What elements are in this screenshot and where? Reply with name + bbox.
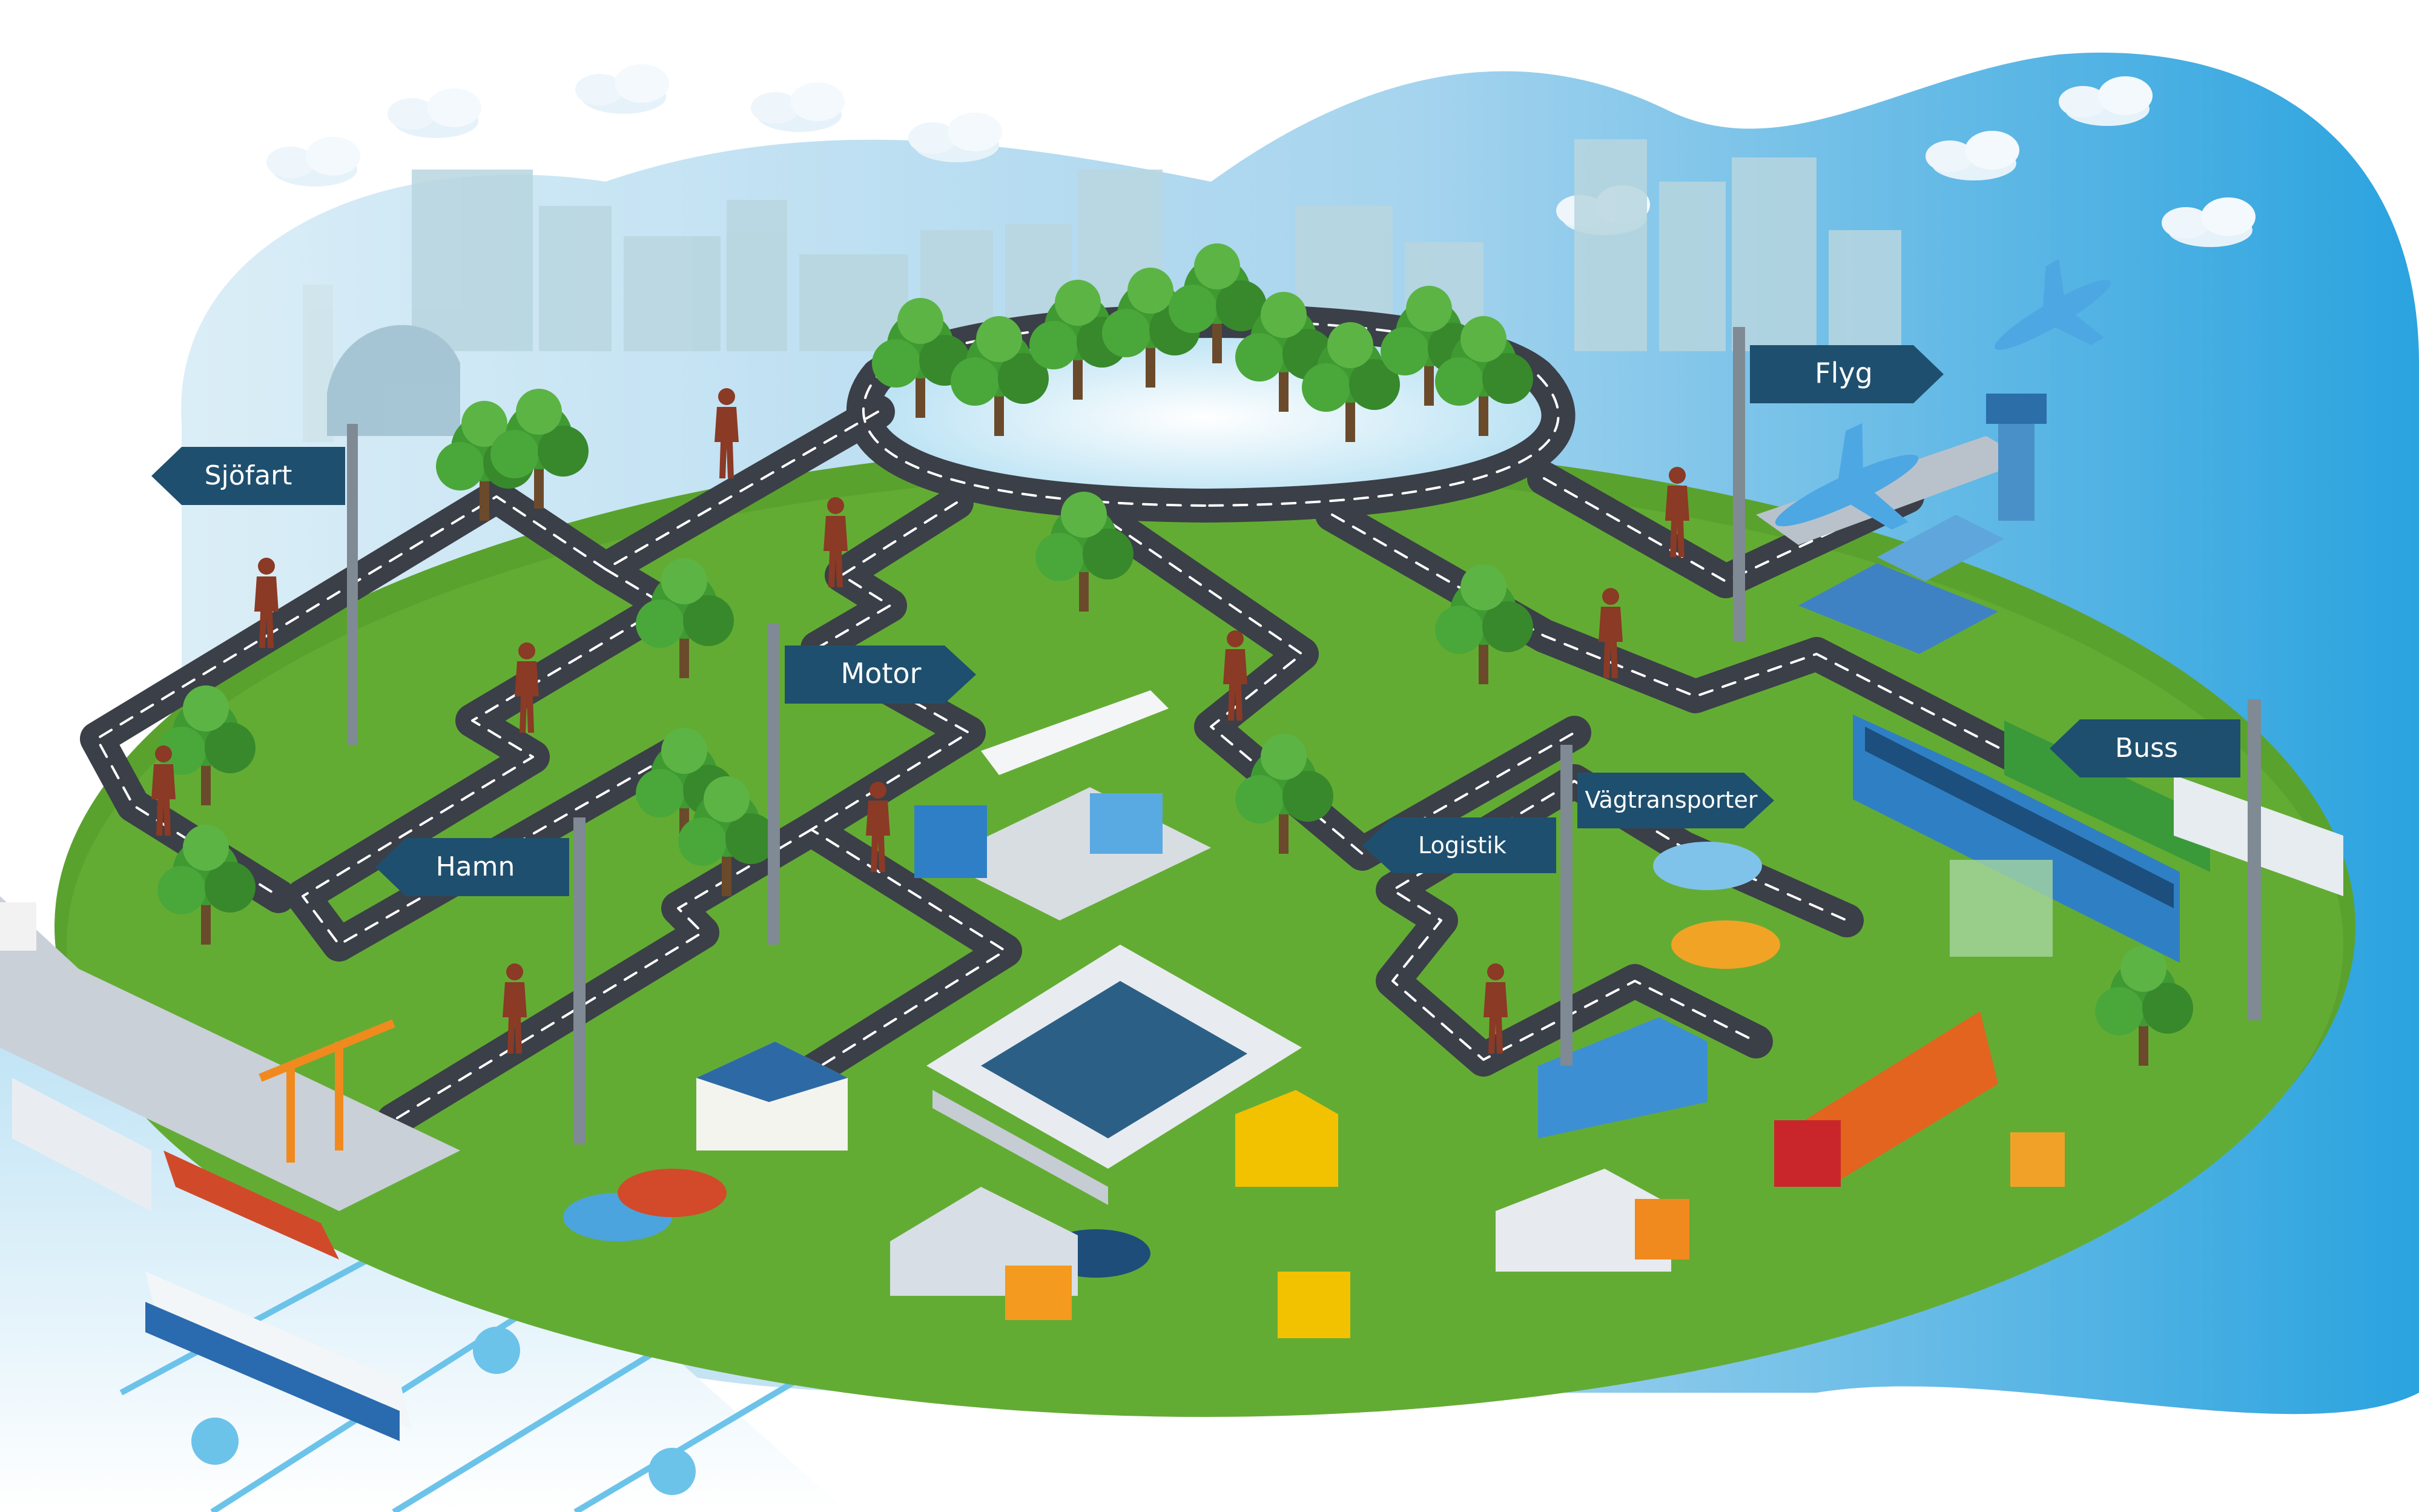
sign-flyg-label: Flyg (1815, 357, 1873, 389)
sign-sjofart-label: Sjöfart (205, 460, 292, 491)
sign-flyg: Flyg (1750, 345, 1944, 403)
sign-logistik-label: Logistik (1418, 832, 1507, 859)
signposts: Sjöfart Flyg Motor Hamn Vägtransporter L… (151, 327, 2261, 1144)
sign-sjofart: Sjöfart (151, 447, 345, 505)
sign-buss-label: Buss (2115, 733, 2178, 764)
sign-hamn: Hamn (375, 838, 569, 896)
sign-logistik: Logistik (1362, 817, 1556, 873)
gas-station (914, 690, 1211, 920)
workshop (696, 945, 1302, 1205)
airport (1756, 259, 2111, 654)
sign-vagtransporter-label: Vägtransporter (1585, 787, 1757, 813)
sign-motor-label: Motor (841, 657, 922, 690)
harbour (0, 896, 460, 1441)
sign-hamn-label: Hamn (436, 851, 515, 882)
sign-buss: Buss (2050, 719, 2240, 777)
sign-vagtransporter: Vägtransporter (1577, 773, 1774, 828)
vehicles (563, 842, 2065, 1338)
sign-motor: Motor (785, 645, 976, 704)
